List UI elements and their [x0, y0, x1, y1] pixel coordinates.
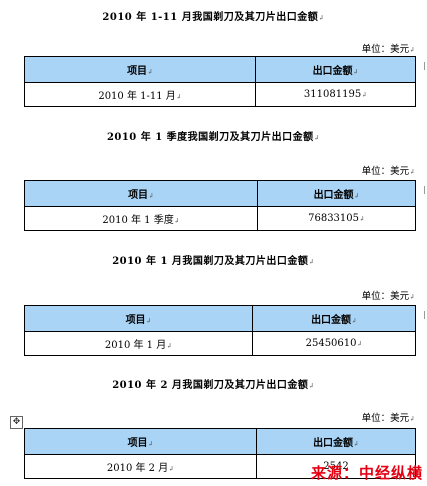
- paragraph-mark-icon: ↲: [409, 415, 415, 423]
- header-amount: 出口金额↲: [257, 180, 416, 207]
- cell-period: 2010 年 1 季度↲: [24, 206, 258, 231]
- paragraph-mark-icon: ↲: [409, 293, 415, 301]
- move-handle-icon[interactable]: ✥: [10, 416, 23, 429]
- paragraph-mark-icon: ↲: [313, 134, 321, 142]
- paragraph-mark-icon: ↲: [308, 258, 315, 266]
- data-table: 项目↲ 出口金额↲ 2010 年 1-11 月↲ 311081195↲: [24, 56, 416, 107]
- section-title: 2010 年 1 季度我国剃刀及其刀片出口金额↲: [0, 128, 427, 143]
- paragraph-mark-icon: ↲: [409, 46, 415, 54]
- section-title-text: 2010 年 1 月我国剃刀及其刀片出口金额: [112, 256, 309, 267]
- table-row: 2010 年 1-11 月↲ 311081195↲: [24, 82, 416, 107]
- cell-period: 2010 年 1 月↲: [24, 331, 253, 356]
- table-row: 2010 年 1 月↲ 25450610↲: [24, 331, 416, 356]
- table-row: 2010 年 1 季度↲ 76833105↲: [24, 206, 416, 231]
- margin-mark: [424, 311, 425, 319]
- unit-label: 单位：美元↲: [362, 163, 415, 177]
- section-title-text: 2010 年 1 季度我国剃刀及其刀片出口金额: [106, 132, 314, 143]
- data-table: 项目↲ 出口金额↲ 2010 年 1 季度↲ 76833105↲: [24, 180, 416, 231]
- section-title-text: 2010 年 1-11 月我国剃刀及其刀片出口金额: [102, 12, 319, 23]
- section-title: 2010 年 1 月我国剃刀及其刀片出口金额↲: [0, 252, 427, 267]
- source-watermark: 来源：中经纵横: [310, 464, 423, 482]
- paragraph-mark-icon: ↲: [318, 14, 325, 22]
- table-row: 2010 年 2 月↲ 2542: [24, 454, 416, 479]
- header-amount: 出口金额↲: [255, 56, 416, 83]
- section-title: 2010 年 1-11 月我国剃刀及其刀片出口金额↲: [0, 8, 427, 23]
- table-header-row: 项目↲ 出口金额↲: [24, 56, 416, 83]
- unit-text: 单位：美元: [361, 413, 410, 424]
- table-header-row: 项目↲ 出口金额↲: [24, 305, 416, 332]
- cell-amount: 2542: [256, 454, 416, 479]
- unit-text: 单位：美元: [361, 166, 410, 177]
- paragraph-mark-icon: ↲: [308, 382, 315, 390]
- cell-period: 2010 年 1-11 月↲: [24, 82, 256, 107]
- paragraph-mark-icon: ↲: [409, 168, 415, 176]
- cell-amount: 25450610↲: [252, 331, 416, 356]
- cell-amount: 76833105↲: [257, 206, 416, 231]
- unit-text: 单位：美元: [361, 44, 410, 55]
- margin-mark: [424, 186, 425, 194]
- section-title-text: 2010 年 2 月我国剃刀及其刀片出口金额: [112, 380, 309, 391]
- header-amount: 出口金额↲: [256, 428, 416, 455]
- header-item: 项目↲: [24, 56, 256, 83]
- unit-text: 单位：美元: [361, 291, 410, 302]
- data-table: 项目↲ 出口金额↲ 2010 年 1 月↲ 25450610↲: [24, 305, 416, 356]
- header-amount: 出口金额↲: [252, 305, 416, 332]
- header-item: 项目↲: [24, 428, 257, 455]
- table-header-row: 项目↲ 出口金额↲: [24, 428, 416, 455]
- unit-label: 单位：美元↲: [362, 288, 415, 302]
- section-title: 2010 年 2 月我国剃刀及其刀片出口金额↲: [0, 376, 427, 391]
- margin-mark: [424, 62, 425, 70]
- unit-label: 单位：美元↲: [362, 410, 415, 424]
- header-item: 项目↲: [24, 180, 258, 207]
- data-table: 项目↲ 出口金额↲ 2010 年 2 月↲ 2542: [24, 428, 416, 479]
- cell-period: 2010 年 2 月↲: [24, 454, 257, 479]
- unit-label: 单位：美元↲: [362, 41, 415, 55]
- table-header-row: 项目↲ 出口金额↲: [24, 180, 416, 207]
- cell-amount: 311081195↲: [255, 82, 416, 107]
- header-item: 项目↲: [24, 305, 253, 332]
